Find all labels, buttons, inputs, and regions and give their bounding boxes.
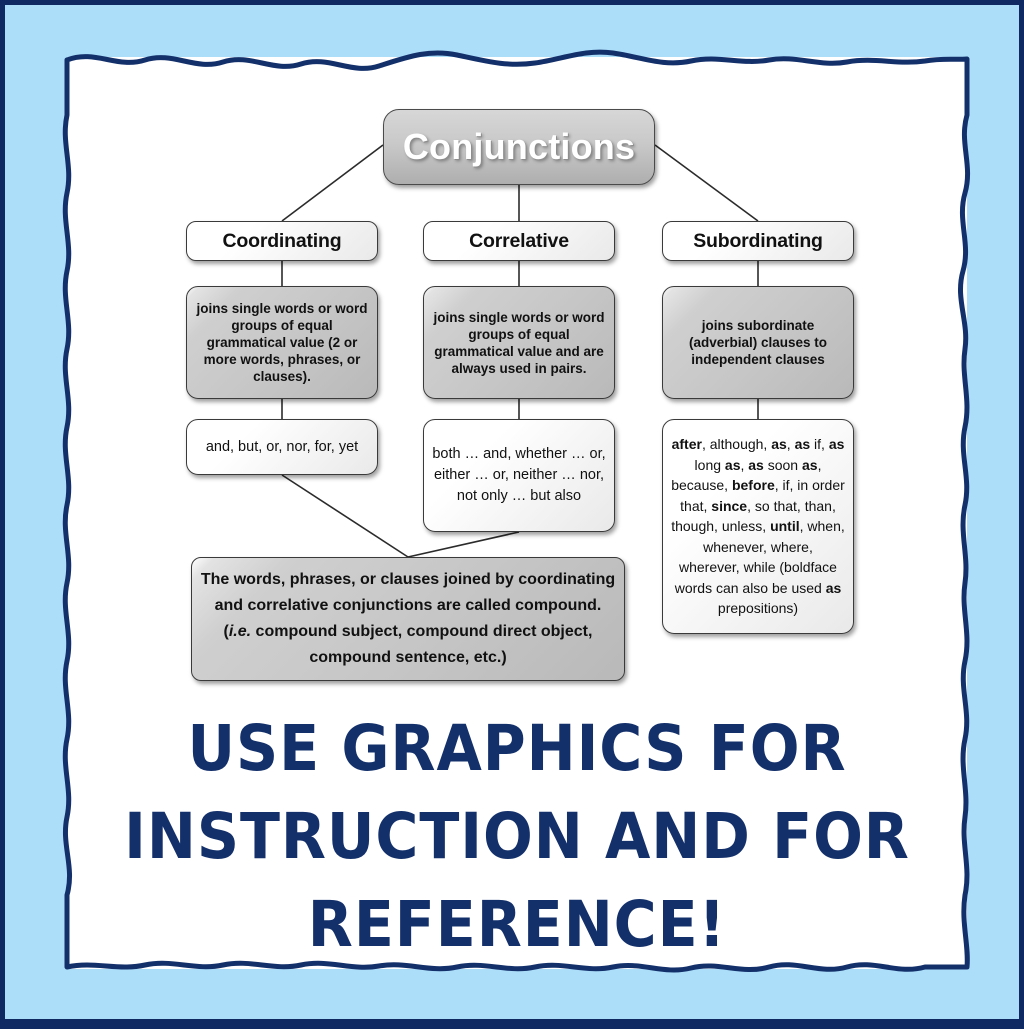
examples-text-coordinating: and, but, or, nor, for, yet (205, 438, 359, 455)
node-compound-note[interactable]: The words, phrases, or clauses joined by… (191, 557, 625, 681)
definition-text-correlative: joins single words or word groups of equ… (433, 309, 605, 376)
node-definition-correlative[interactable]: joins single words or word groups of equ… (423, 286, 615, 399)
node-examples-coordinating[interactable]: and, but, or, nor, for, yet (186, 419, 378, 475)
compound-note-text: The words, phrases, or clauses joined by… (200, 571, 616, 666)
headline-line-1: USE GRAPHICS FOR (187, 712, 847, 785)
conjunctions-diagram: Conjunctions Coordinating Correlative Su… (5, 5, 1024, 705)
node-examples-correlative[interactable]: both … and, whether … or, either … or, n… (423, 419, 615, 532)
header-label-coordinating: Coordinating (222, 229, 342, 252)
node-definition-coordinating[interactable]: joins single words or word groups of equ… (186, 286, 378, 399)
definition-text-coordinating: joins single words or word groups of equ… (196, 301, 368, 384)
node-header-coordinating[interactable]: Coordinating (186, 221, 378, 261)
header-label-correlative: Correlative (469, 229, 569, 252)
node-definition-subordinating[interactable]: joins subordinate (adverbial) clauses to… (662, 286, 854, 399)
examples-text-correlative: both … and, whether … or, either … or, n… (432, 446, 606, 504)
node-examples-subordinating[interactable]: after, although, as, as if, as long as, … (662, 419, 854, 634)
connector-lines (281, 144, 759, 558)
headline-line-3: REFERENCE! (307, 888, 727, 961)
header-label-subordinating: Subordinating (693, 229, 823, 252)
examples-text-subordinating: after, although, as, as if, as long as, … (671, 436, 845, 617)
poster-headline: USE GRAPHICS FOR INSTRUCTION AND FOR REF… (99, 705, 936, 969)
node-title-label: Conjunctions (402, 126, 636, 167)
node-header-subordinating[interactable]: Subordinating (662, 221, 854, 261)
node-conjunctions-title[interactable]: Conjunctions (383, 109, 655, 185)
definition-text-subordinating: joins subordinate (adverbial) clauses to… (688, 318, 828, 367)
node-header-correlative[interactable]: Correlative (423, 221, 615, 261)
headline-line-2: INSTRUCTION AND FOR (124, 800, 910, 873)
